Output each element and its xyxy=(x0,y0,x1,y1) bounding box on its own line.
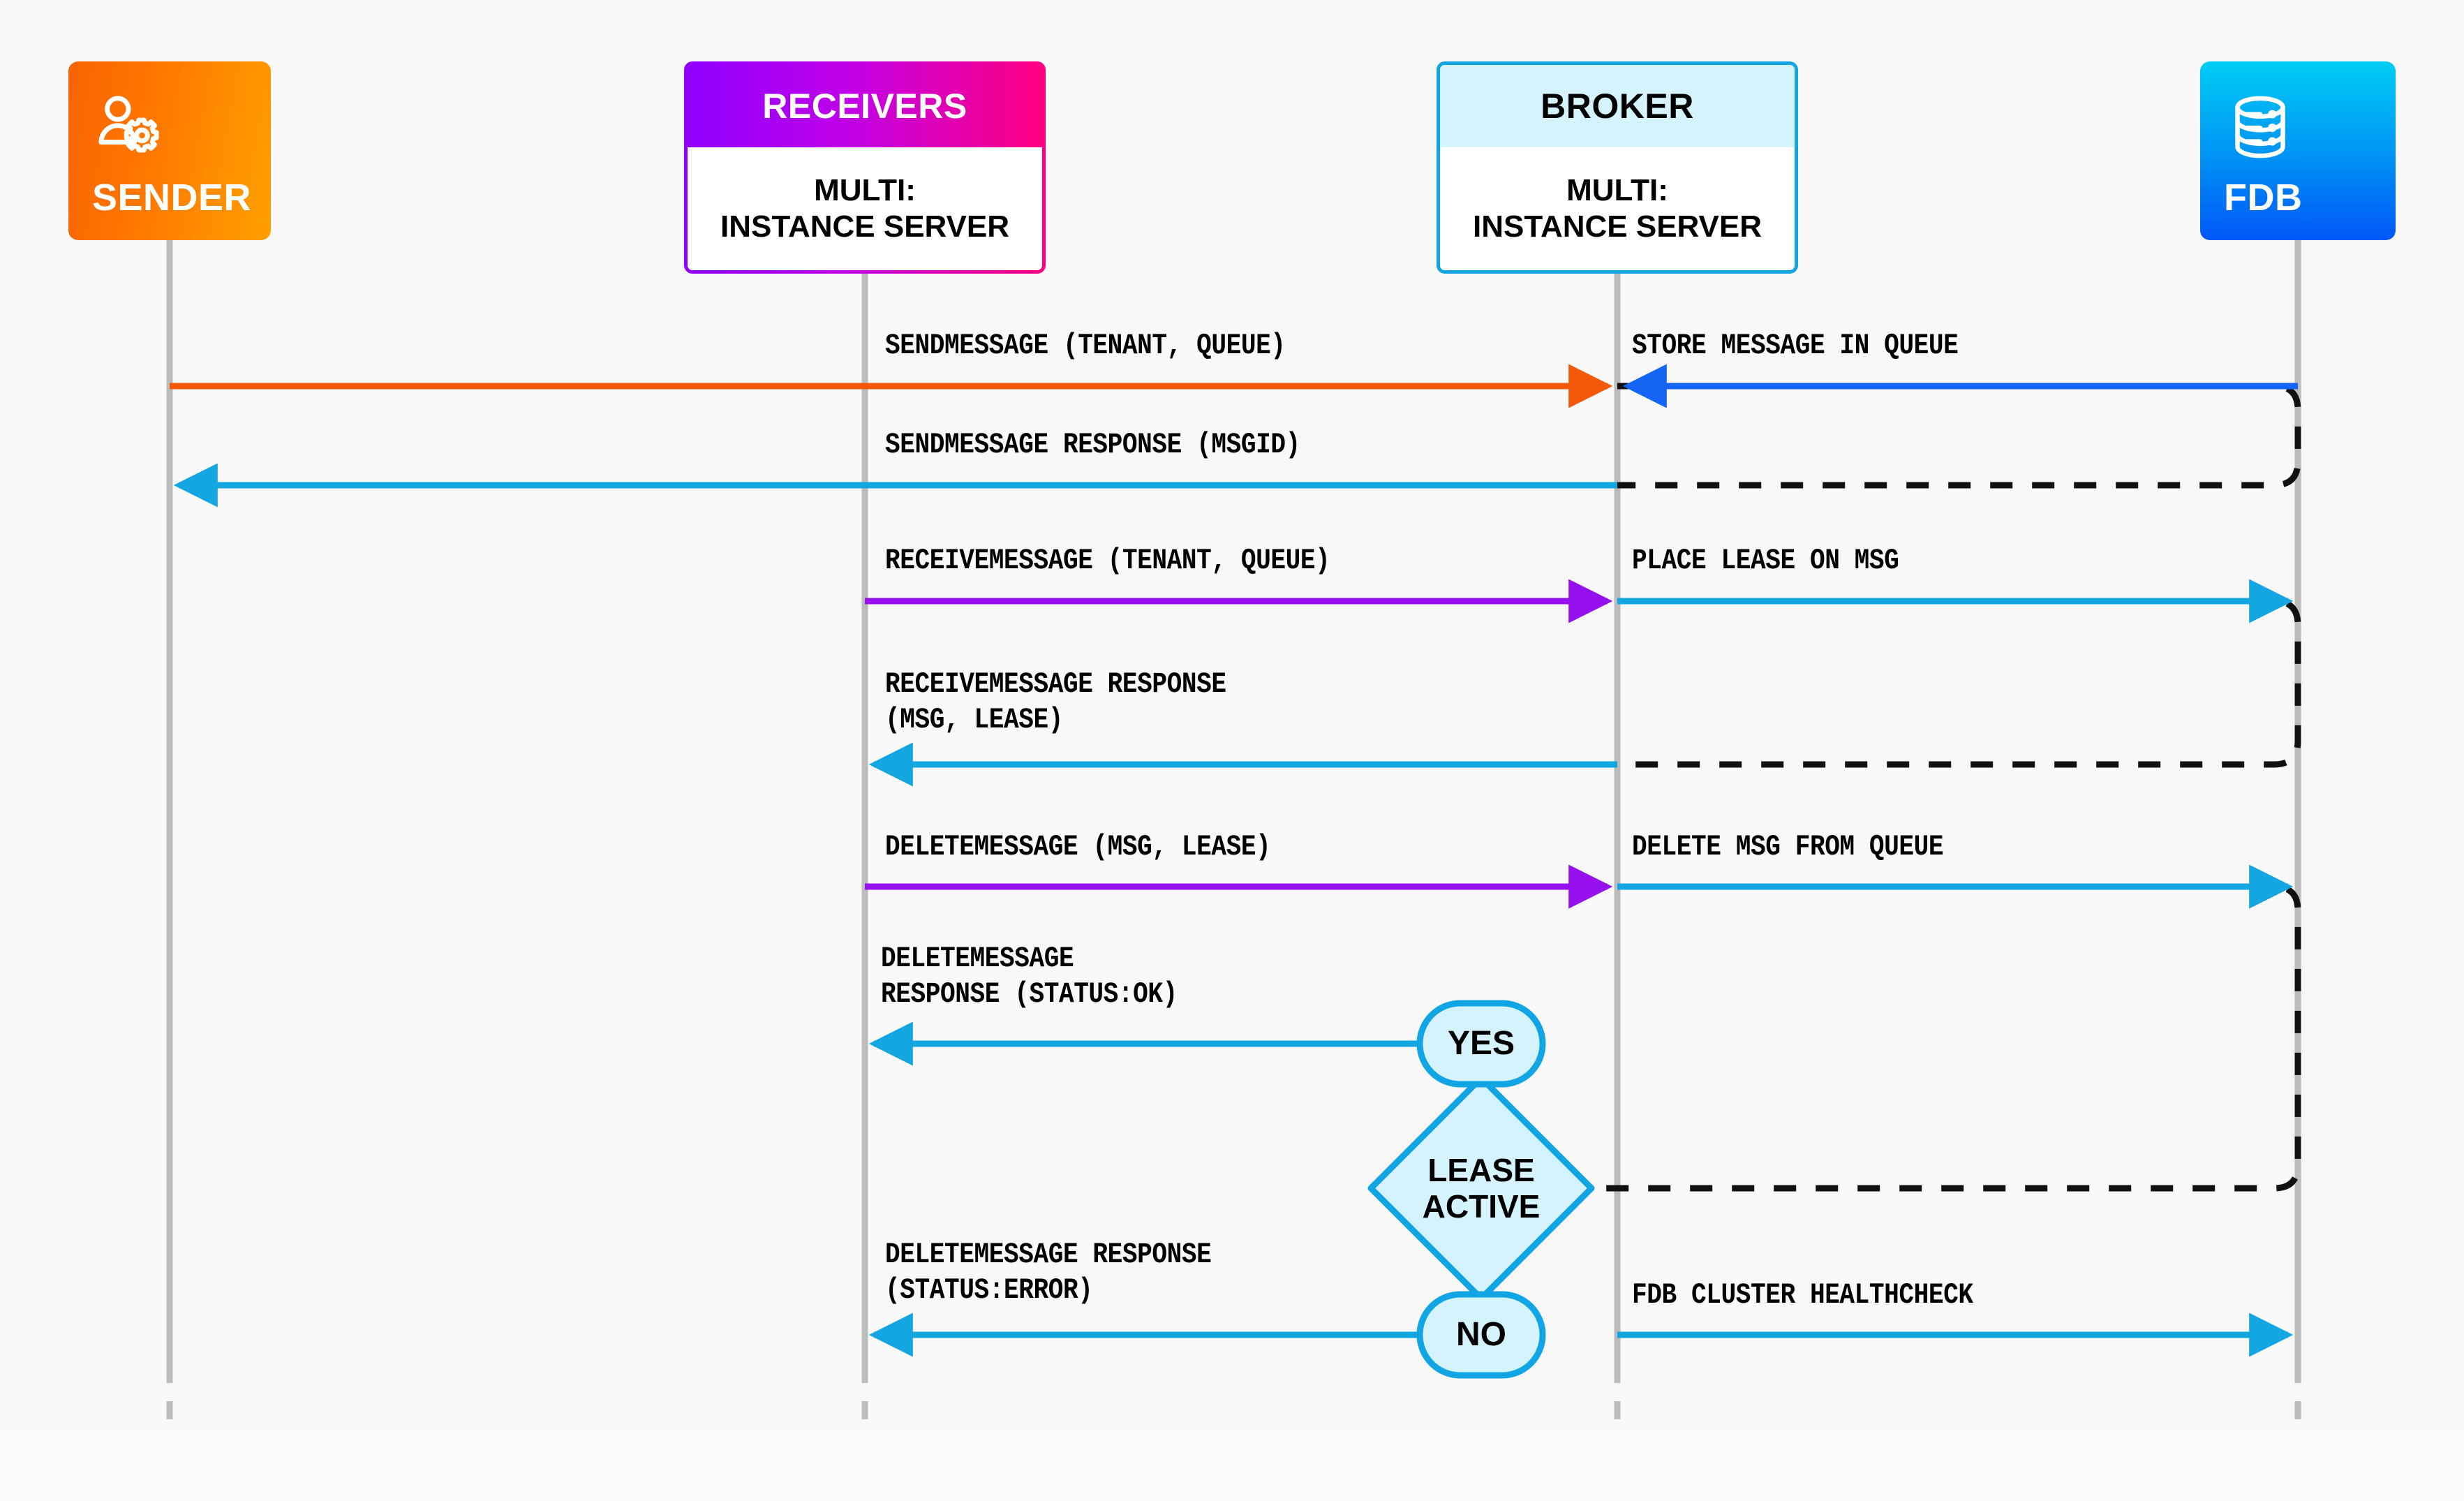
return-paths xyxy=(1591,383,2301,1192)
return-path-sendmessage xyxy=(1617,383,2301,489)
return-path-deletemessage xyxy=(1591,883,2301,1192)
diagram-panel-footer xyxy=(0,1430,2464,1501)
decision-group xyxy=(1367,1000,1595,1379)
decision-branch-yes[interactable] xyxy=(1416,1000,1546,1088)
message-arrows xyxy=(170,364,2298,1357)
participant-fdb-label: FDB xyxy=(2224,177,2303,219)
message-label-sendmessage-request: SENDMESSAGE (TENANT, QUEUE) xyxy=(885,329,1286,362)
user-gear-icon xyxy=(98,96,159,153)
message-label-deletemessage-response-error: DELETEMESSAGE RESPONSE (STATUS:ERROR) xyxy=(885,1238,1212,1308)
participant-sender[interactable]: SENDER xyxy=(68,61,271,240)
message-label-place-lease-on-msg: PLACE LEASE ON MSG xyxy=(1632,544,1899,577)
participant-fdb[interactable]: FDB xyxy=(2200,61,2396,240)
participant-sender-label: SENDER xyxy=(92,177,252,219)
message-label-store-message-in-queue: STORE MESSAGE IN QUEUE xyxy=(1632,329,1959,362)
participant-broker[interactable]: BROKER MULTI: INSTANCE SERVER xyxy=(1437,61,1798,274)
message-label-delete-msg-from-queue: DELETE MSG FROM QUEUE xyxy=(1632,830,1944,864)
participant-broker-subtitle: MULTI: INSTANCE SERVER xyxy=(1440,147,1795,270)
message-label-deletemessage-response-ok: DELETEMESSAGE RESPONSE (STATUS:OK) xyxy=(881,942,1178,1012)
message-label-receivemessage-request: RECEIVEMESSAGE (TENANT, QUEUE) xyxy=(885,544,1330,577)
message-label-receivemessage-response: RECEIVEMESSAGE RESPONSE (MSG, LEASE) xyxy=(885,667,1226,737)
participant-receivers-subtitle: MULTI: INSTANCE SERVER xyxy=(688,147,1042,270)
message-label-deletemessage-request: DELETEMESSAGE (MSG, LEASE) xyxy=(885,830,1271,864)
decision-branch-no[interactable] xyxy=(1416,1291,1546,1379)
diagram-panel xyxy=(0,0,2464,1430)
database-icon xyxy=(2235,96,2285,158)
return-path-receivemessage xyxy=(1617,598,2301,768)
message-label-sendmessage-response: SENDMESSAGE RESPONSE (MSGID) xyxy=(885,428,1300,461)
message-label-fdb-cluster-healthcheck: FDB CLUSTER HEALTHCHECK xyxy=(1632,1278,1973,1312)
participant-broker-title: BROKER xyxy=(1440,65,1795,147)
participant-receivers[interactable]: RECEIVERS MULTI: INSTANCE SERVER xyxy=(684,61,1046,274)
participant-receivers-title: RECEIVERS xyxy=(688,65,1042,147)
